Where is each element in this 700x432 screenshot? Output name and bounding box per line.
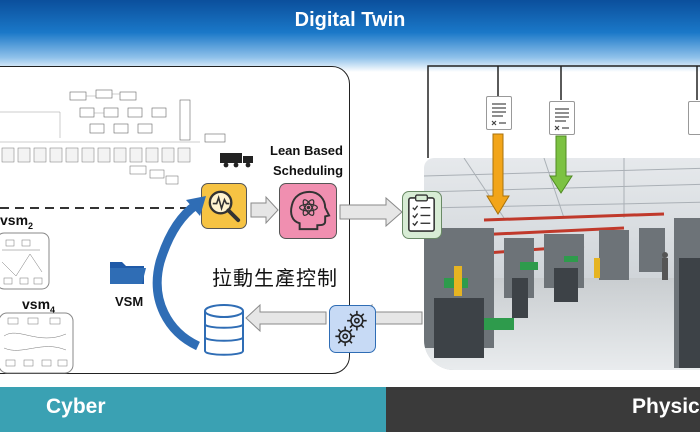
truck-icon <box>220 153 253 168</box>
vsm4-thumbnail <box>0 312 74 374</box>
vsm2-label: vsm2 <box>0 212 34 231</box>
diagram-title: Digital Twin <box>294 9 406 31</box>
value-stream-map-thumbnail <box>0 89 226 185</box>
pull-control-label: 拉動生產控制 <box>212 268 338 290</box>
document-icon <box>549 101 575 135</box>
clipboard-checklist-icon <box>402 191 442 239</box>
lean-label-line1: Lean Based <box>270 143 343 158</box>
title-banner <box>0 0 700 72</box>
folder-icon <box>110 262 146 284</box>
vsm-folder-label: VSM <box>115 294 144 309</box>
vsm2-thumbnail <box>0 232 50 290</box>
document-icon <box>688 101 700 135</box>
vsm4-label: vsm4 <box>22 296 56 315</box>
cyber-label: Cyber <box>46 395 106 418</box>
factory-floor-photo <box>424 158 700 370</box>
physical-band: Physic <box>386 387 700 432</box>
gears-icon <box>329 305 376 353</box>
lean-label-line2: Scheduling <box>273 163 344 178</box>
cyber-band: Cyber <box>0 387 386 432</box>
document-icon <box>486 96 512 130</box>
database-icon <box>204 304 244 356</box>
brain-icon <box>279 183 337 239</box>
physical-label: Physic <box>632 395 700 418</box>
analytics-icon <box>201 183 247 229</box>
